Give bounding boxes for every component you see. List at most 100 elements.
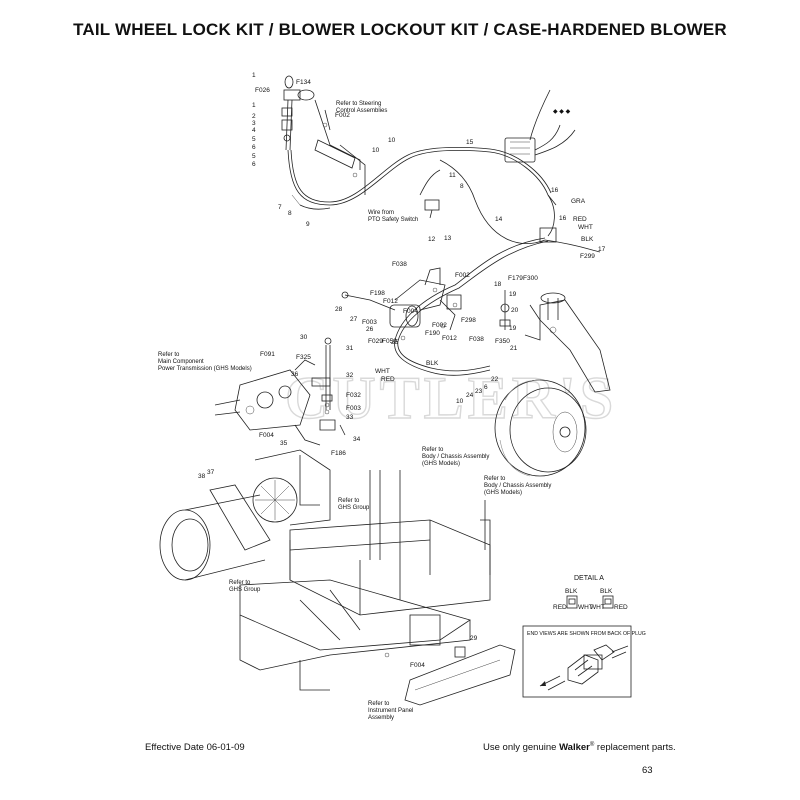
callout-7: 7	[278, 204, 282, 211]
note-main-3: Power Transmission (GHS Models)	[158, 366, 252, 372]
callout-2: 2	[252, 113, 256, 120]
callout-31: 31	[346, 345, 354, 352]
callout-4: 4	[252, 127, 256, 134]
effective-date: Effective Date 06-01-09	[145, 742, 245, 753]
callout-F050: F050	[382, 338, 397, 345]
callout-21: 21	[510, 345, 518, 352]
callout-F003b: F003	[346, 405, 361, 412]
note-body1-3: (GHS Models)	[422, 461, 460, 467]
page-title: TAIL WHEEL LOCK KIT / BLOWER LOCKOUT KIT…	[73, 20, 727, 39]
callout-38: 38	[198, 473, 206, 480]
note-pto-1: Wire from	[368, 210, 394, 216]
blower-housing	[159, 449, 331, 581]
note-ghs2-2: GHS Group	[229, 587, 261, 593]
callout-8b: 8	[460, 183, 464, 190]
callout-16: 16	[551, 187, 559, 194]
note-steering-2: Control Assemblies	[336, 108, 387, 114]
callout-5: 5	[252, 136, 256, 143]
registered-mark: ®	[589, 742, 595, 748]
plug-end-view-box: END VIEWS ARE SHOWN FROM BACK OF PLUG	[522, 625, 646, 698]
callout-6c: 6	[484, 384, 488, 391]
callout-33: 33	[346, 414, 354, 421]
callout-24: 24	[466, 392, 474, 399]
callout-10: 10	[388, 137, 396, 144]
callout-RED: RED	[573, 216, 587, 223]
detail-a: DETAIL A BLK BLK RED WHT WHT RED	[553, 575, 628, 611]
note-panel-2: Instrument Panel	[368, 708, 413, 714]
note-body2-2: Body / Chassis Assembly	[484, 483, 551, 489]
callout-37: 37	[207, 469, 215, 476]
callout-F004a: F004	[403, 308, 418, 315]
callout-F002b: F002	[455, 272, 470, 279]
plug-left-icon	[566, 595, 578, 609]
callout-labels: 1 F134 F026 1 2 3 4 5 6 5 6 F002 10 10 7…	[198, 72, 606, 669]
callout-22: 22	[491, 376, 499, 383]
callout-F325: F325	[296, 354, 311, 361]
callout-10c: 10	[456, 398, 464, 405]
detail-a-right-left: WHT	[590, 604, 605, 611]
detail-a-left-left: RED	[553, 604, 567, 611]
note-body1-1: Refer to	[422, 447, 444, 453]
callout-8: 8	[288, 210, 292, 217]
reference-notes: Refer to Steering Control Assemblies Wir…	[158, 101, 551, 721]
callout-BLK: BLK	[581, 236, 594, 243]
callout-6b: 6	[252, 161, 256, 168]
callout-F004b: F004	[259, 432, 274, 439]
callout-F002a: F002	[335, 112, 350, 119]
callout-16b: 16	[559, 215, 567, 222]
callout-WHT2: WHT	[375, 368, 390, 375]
replacement-post: replacement parts.	[594, 742, 676, 754]
tail-wheel-lock-lever	[281, 75, 366, 195]
callout-F029: F029	[368, 338, 383, 345]
callout-25: 25	[391, 339, 399, 346]
plug-right-icon	[602, 595, 614, 609]
callout-WHT: WHT	[578, 224, 593, 231]
callout-F134: F134	[296, 79, 311, 86]
callout-27: 27	[350, 316, 358, 323]
detail-a-right-right: RED	[614, 604, 628, 611]
callout-F198: F198	[370, 290, 385, 297]
wire-arrow-icon	[539, 645, 629, 691]
blower-linkage	[294, 337, 346, 446]
callout-RED2: RED	[381, 376, 395, 383]
note-body1-2: Body / Chassis Assembly	[422, 454, 489, 460]
callout-F003a: F003	[362, 319, 377, 326]
note-ghs2-1: Refer to	[229, 580, 251, 586]
callout-F091: F091	[260, 351, 275, 358]
replacement-pre: Use only genuine	[483, 742, 560, 754]
callout-F190: F190	[425, 330, 440, 337]
callout-15: 15	[466, 139, 474, 146]
callout-3: 3	[252, 120, 256, 127]
callout-F299: F299	[580, 253, 595, 260]
callout-30: 30	[300, 334, 308, 341]
callout-26: 26	[366, 326, 374, 333]
callout-19b: 19	[509, 325, 517, 332]
plug-note: END VIEWS ARE SHOWN FROM BACK OF PLUG	[527, 631, 646, 637]
connector-plug-icon	[567, 644, 615, 685]
callout-F038b: F038	[469, 336, 484, 343]
tail-wheel	[494, 379, 587, 477]
svg-text:◆ ◆ ◆: ◆ ◆ ◆	[553, 109, 571, 115]
callout-F004c: F004	[410, 662, 425, 669]
detail-a-left-top: BLK	[565, 588, 578, 595]
note-main-1: Refer to	[158, 352, 180, 358]
callout-F350: F350	[495, 338, 510, 345]
callout-GRA: GRA	[571, 198, 586, 205]
note-body2-3: (GHS Models)	[484, 490, 522, 496]
note-panel-1: Refer to	[368, 701, 390, 707]
callout-F179: F179	[508, 275, 523, 282]
callout-17: 17	[598, 246, 606, 253]
callout-36: 36	[291, 371, 299, 378]
detail-a-right-top: BLK	[600, 588, 613, 595]
callout-6: 6	[252, 144, 256, 151]
instrument-panel	[404, 644, 516, 706]
callout-F012b: F012	[442, 335, 457, 342]
gearbox	[214, 359, 316, 431]
callout-F186: F186	[331, 450, 346, 457]
replacement-note: Use only genuine Walker® replacement par…	[483, 742, 676, 753]
callout-14: 14	[495, 216, 503, 223]
callout-19: 19	[509, 291, 517, 298]
callout-F032: F032	[346, 392, 361, 399]
callout-32: 32	[346, 372, 354, 379]
callout-1: 1	[252, 72, 256, 79]
